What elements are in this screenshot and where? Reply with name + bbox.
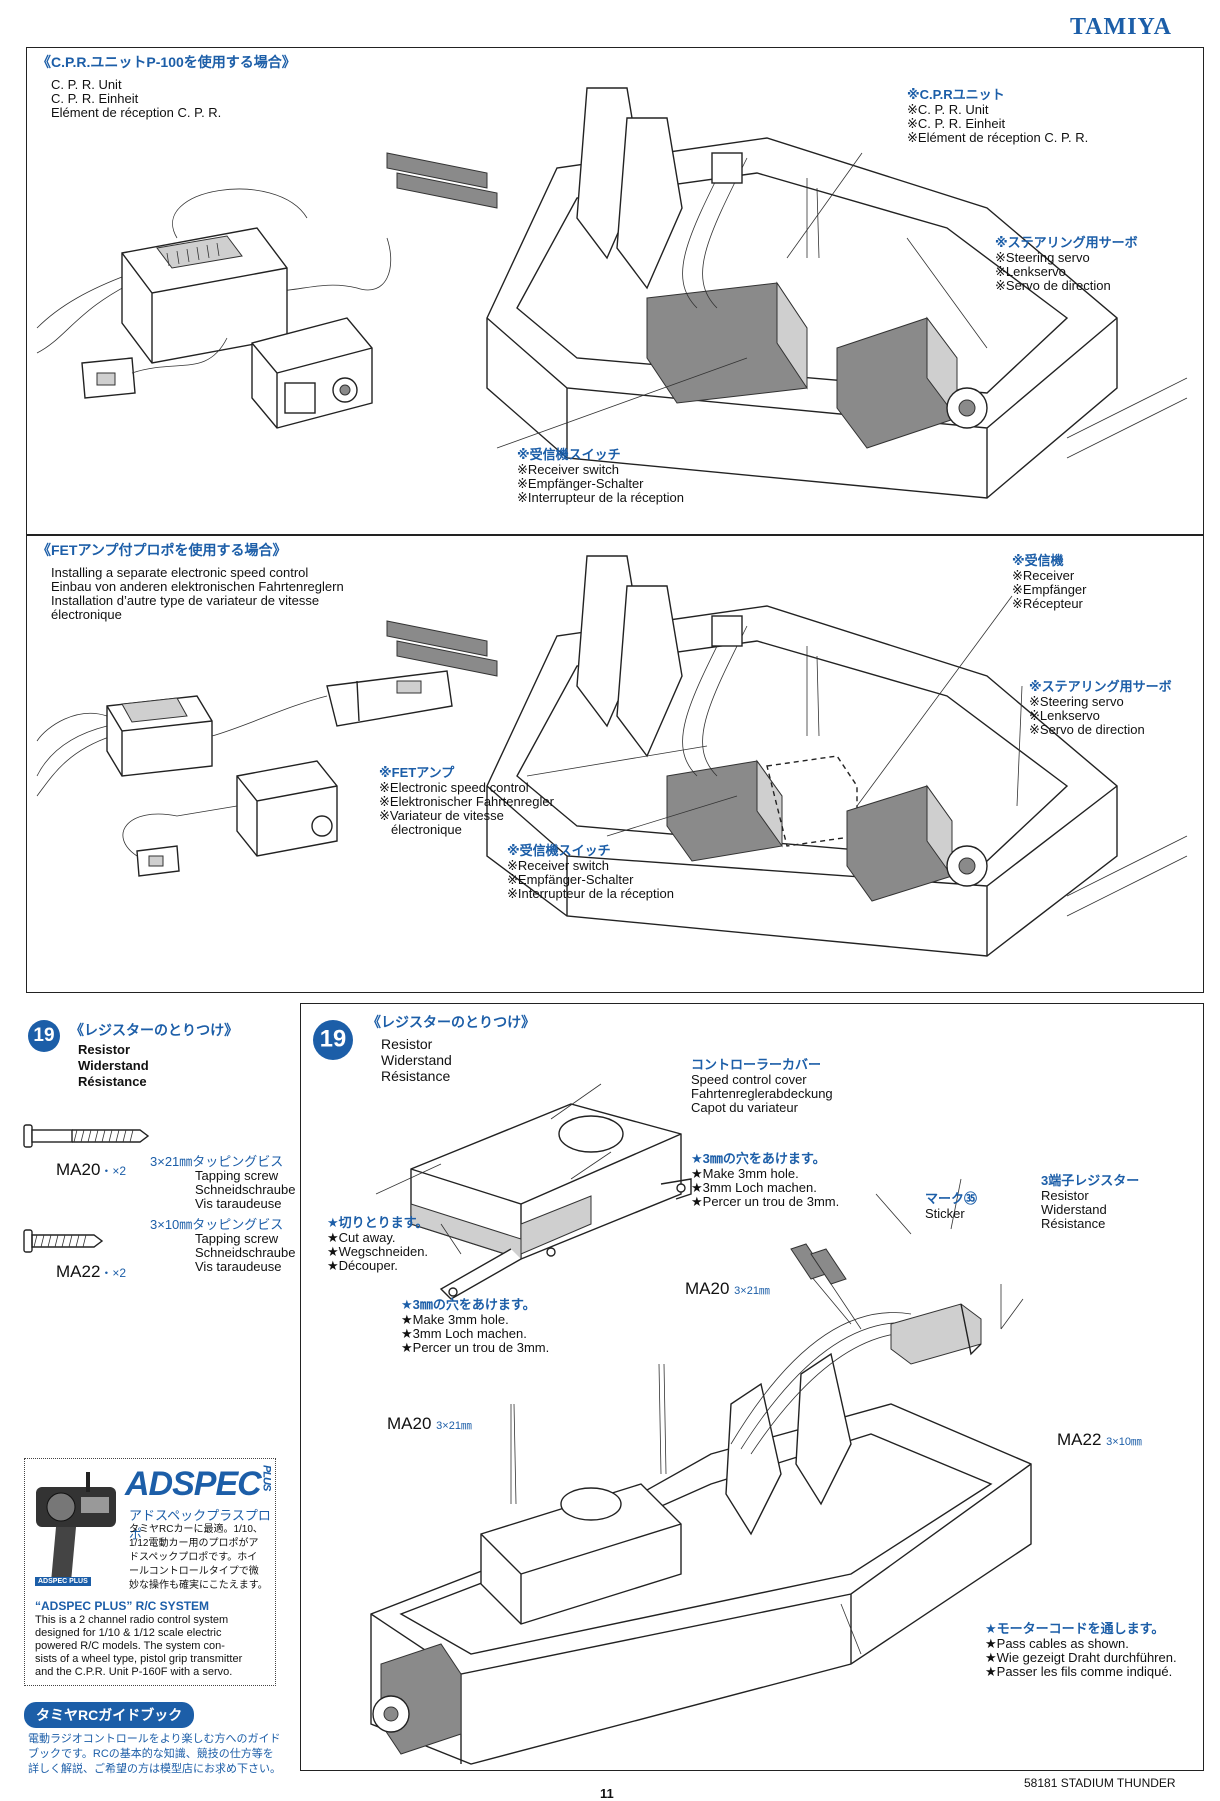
label-steering-servo-2: ※ステアリング用サーボ ※Steering servo ※Lenkservo ※… [1029, 679, 1172, 737]
label-cut-away: ★切りとります。 ★Cut away. ★Wegschneiden. ★Déco… [327, 1215, 429, 1273]
page-number: 11 [600, 1786, 614, 1801]
label-resistor: 3端子レジスター Resistor Widerstand Résistance [1041, 1173, 1140, 1231]
step19-desc-left: Resistor Widerstand Résistance [78, 1042, 149, 1089]
cpr-unit-parts-illustration [36, 188, 391, 429]
chassis-resistor-illustration [370, 1243, 1032, 1765]
label-sticker: マーク㉟ Sticker [925, 1191, 978, 1221]
adspec-title: “ADSPEC PLUS” R/C SYSTEM [35, 1599, 210, 1613]
label-steering-servo-1: ※ステアリング用サーボ ※Steering servo ※Lenkservo ※… [995, 235, 1138, 293]
panel-step19: 19 《レジスターのとりつけ》 Resistor Widerstand Rési… [300, 1003, 1204, 1771]
footer-model: 58181 STADIUM THUNDER [1024, 1776, 1176, 1790]
label-receiver-switch-1: ※受信機スイッチ ※Receiver switch ※Empfänger-Sch… [517, 447, 684, 505]
chassis-fet-illustration [386, 555, 1188, 957]
step19-number-main: 19 [313, 1020, 353, 1060]
label-ma20-b: MA20 3×21㎜ [387, 1414, 472, 1433]
speed-control-cover-illustration [410, 1103, 692, 1300]
panel1-leader-lines [496, 152, 988, 449]
label-speed-control-cover: コントローラーカバー Speed control cover Fahrtenre… [691, 1057, 833, 1115]
panel-cpr-unit: 《C.P.R.ユニットP-100を使用する場合》 C. P. R. Unit C… [26, 47, 1204, 535]
screw-ma22-icon [23, 1229, 104, 1253]
label-pass-cables: ★モーターコードを通します。 ★Pass cables as shown. ★W… [985, 1621, 1177, 1679]
panel1-title: 《C.P.R.ユニットP-100を使用する場合》 [37, 54, 296, 70]
part-ma22-desc: 3×10㎜タッピングビス Tapping screw Schneidschrau… [150, 1217, 296, 1274]
label-receiver-2: ※受信機 ※Receiver ※Empfänger ※Récepteur [1012, 553, 1087, 611]
step19-desc-main: Resistor Widerstand Résistance [381, 1036, 452, 1084]
adspec-jp-desc: タミヤRCカーに最適。1/10、 1/12電動カー用のプロポがア ドスペックプロ… [129, 1524, 268, 1591]
label-ma20-a: MA20 3×21㎜ [685, 1279, 770, 1298]
part-ma22: MA22・×2 [56, 1262, 127, 1281]
transmitter-icon [36, 1472, 116, 1582]
panel1-desc: C. P. R. Unit C. P. R. Einheit Elément d… [51, 77, 222, 120]
step19-leader-lines [375, 1083, 1024, 1655]
adspec-desc: This is a 2 channel radio control system… [35, 1614, 243, 1678]
chassis-cpr-illustration [386, 87, 1188, 499]
step19-number-left: 19 [28, 1020, 60, 1052]
panel2-title: 《FETアンプ付プロポを使用する場合》 [37, 542, 287, 558]
brand-logo: TAMIYA [1070, 14, 1173, 40]
label-make-hole-2: ★3㎜の穴をあけます。 ★Make 3mm hole. ★3mm Loch ma… [401, 1297, 550, 1355]
step19-title-left: 《レジスターのとりつけ》 [70, 1022, 239, 1038]
label-fet-amp: ※FETアンプ ※Electronic speed control ※Elekt… [379, 765, 554, 837]
guidebook-label: タミヤRCガイドブック [24, 1702, 195, 1728]
panel2-leader-lines [526, 595, 1023, 837]
label-ma22: MA22 3×10㎜ [1057, 1430, 1142, 1449]
step19-title-main: 《レジスターのとりつけ》 [367, 1014, 536, 1030]
part-ma20-desc: 3×21㎜タッピングビス Tapping screw Schneidschrau… [150, 1154, 296, 1211]
part-ma20: MA20・×2 [56, 1160, 127, 1179]
panel-fet-amp: 《FETアンプ付プロポを使用する場合》 Installing a separat… [26, 535, 1204, 993]
panel2-desc: Installing a separate electronic speed c… [51, 565, 344, 622]
label-cpr-unit: ※C.P.Rユニット ※C. P. R. Unit ※C. P. R. Einh… [907, 87, 1089, 145]
adspec-badge: ADSPEC PLUS [35, 1577, 91, 1586]
adspec-subtitle: アドスペックプラスプロポ [129, 1508, 271, 1542]
adspec-ad: ADSPECPLUS アドスペックプラスプロポ タミヤRCカーに最適。1/10、… [24, 1458, 276, 1686]
guidebook-desc: 電動ラジオコントロールをより楽しむ方へのガイド ブックです。RCの基本的な知識、… [28, 1733, 281, 1775]
fet-parts-illustration [36, 670, 453, 877]
label-receiver-switch-2: ※受信機スイッチ ※Receiver switch ※Empfänger-Sch… [507, 843, 674, 901]
label-make-hole-1: ★3㎜の穴をあけます。 ★Make 3mm hole. ★3mm Loch ma… [691, 1151, 840, 1209]
screw-ma20-icon [23, 1124, 150, 1148]
adspec-logo: ADSPECPLUS [125, 1465, 273, 1503]
